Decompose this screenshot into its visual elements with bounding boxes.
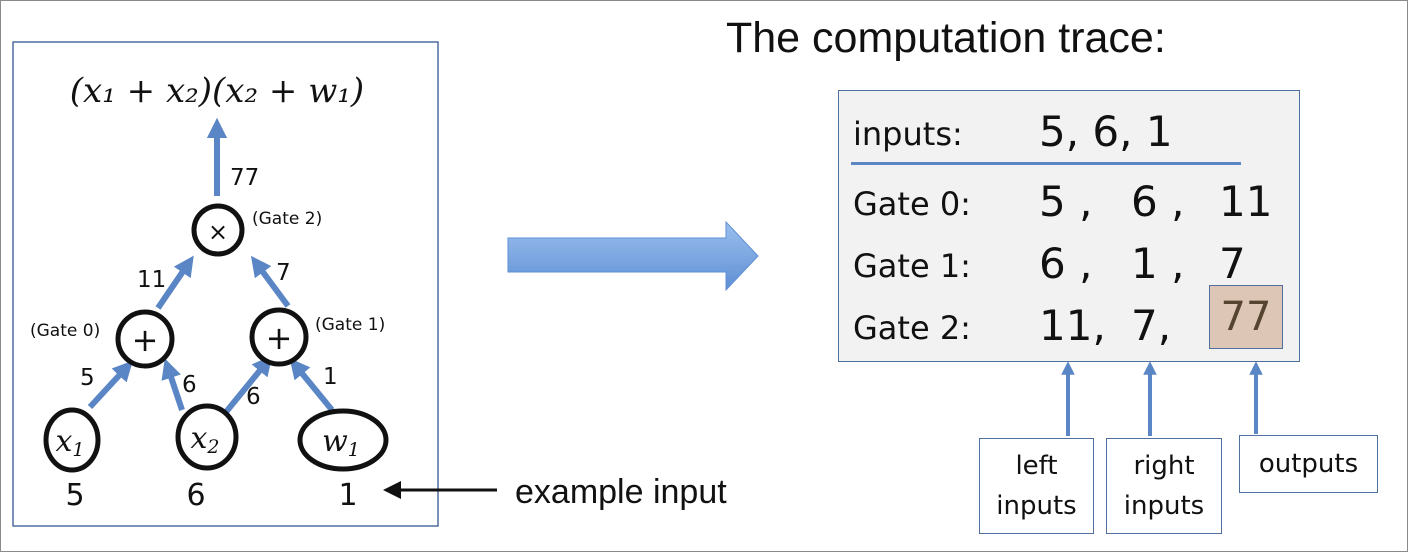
- inputs-row-values: 5, 6, 1: [1039, 107, 1173, 156]
- wire-x2-gate1: [223, 355, 273, 414]
- input-x1-symbol: x1: [55, 424, 84, 461]
- input-x2-node: [175, 403, 239, 471]
- gate0-row-output: 11: [1219, 177, 1273, 226]
- big-right-arrow: [507, 220, 759, 292]
- inputs-divider: [851, 162, 1241, 165]
- gate2-row-label: Gate 2:: [853, 309, 971, 347]
- gate1-node: [249, 307, 309, 367]
- right-inputs-label: right inputs: [1106, 438, 1222, 534]
- wire-value-x1-gate0: 5: [80, 365, 95, 391]
- left-inputs-label: left inputs: [979, 438, 1094, 534]
- gate0-row-left: 5 ,: [1039, 177, 1093, 226]
- input-w1-symbol: w1: [322, 424, 360, 461]
- wire-x1-gate0: [87, 360, 133, 410]
- gate2-output-highlight: 77: [1209, 285, 1283, 349]
- trace-table: inputs: 5, 6, 1 Gate 0: 5 , 6 , 11 Gate …: [838, 90, 1300, 362]
- gate2-row-left: 11,: [1039, 301, 1106, 350]
- wire-value-x2-gate0: 6: [182, 372, 197, 398]
- gate2-op: ×: [208, 218, 228, 246]
- inputs-row-label: inputs:: [853, 115, 963, 153]
- wire-value-gate2-output: 77: [230, 165, 259, 191]
- gate0-node: [115, 309, 175, 369]
- gate0-label: (Gate 0): [30, 321, 100, 341]
- gate1-op: +: [266, 319, 293, 357]
- wire-value-gate0-gate2: 11: [137, 267, 166, 293]
- gate1-row-output: 7: [1219, 239, 1246, 288]
- wire-value-gate1-gate2: 7: [276, 260, 291, 286]
- wire-gate1-gate2: [250, 255, 291, 308]
- wire-x2-gate0: [161, 358, 185, 411]
- circuit-border: [12, 41, 439, 527]
- gate0-row-right: 6 ,: [1131, 177, 1185, 226]
- gate0-row-label: Gate 0:: [853, 185, 971, 223]
- input-x1-value: 5: [65, 478, 84, 513]
- wire-w1-gate1: [289, 358, 335, 412]
- outputs-label: outputs: [1239, 435, 1378, 493]
- gate0-op: +: [132, 321, 159, 359]
- wire-value-w1-gate1: 1: [323, 364, 338, 390]
- gate2-label: (Gate 2): [252, 209, 322, 229]
- gate2-row-right: 7,: [1131, 301, 1172, 350]
- gate1-row-label: Gate 1:: [853, 247, 971, 285]
- input-x2-symbol: x2: [190, 421, 219, 458]
- input-w1-value: 1: [338, 478, 357, 513]
- gate1-row-right: 1 ,: [1131, 239, 1185, 288]
- wire-value-x2-gate1: 6: [246, 384, 261, 410]
- input-w1-node: [297, 408, 389, 472]
- trace-title: The computation trace:: [726, 14, 1166, 62]
- circuit-formula: (x₁ + x₂)(x₂ + w₁): [70, 71, 364, 111]
- gate1-row-left: 6 ,: [1039, 239, 1093, 288]
- gate1-label: (Gate 1): [315, 315, 385, 335]
- wire-gate0-gate2: [155, 255, 194, 310]
- input-x1-node: [43, 407, 101, 473]
- example-input-label: example input: [515, 473, 727, 511]
- input-x2-value: 6: [186, 478, 205, 513]
- gate2-node: [191, 203, 245, 257]
